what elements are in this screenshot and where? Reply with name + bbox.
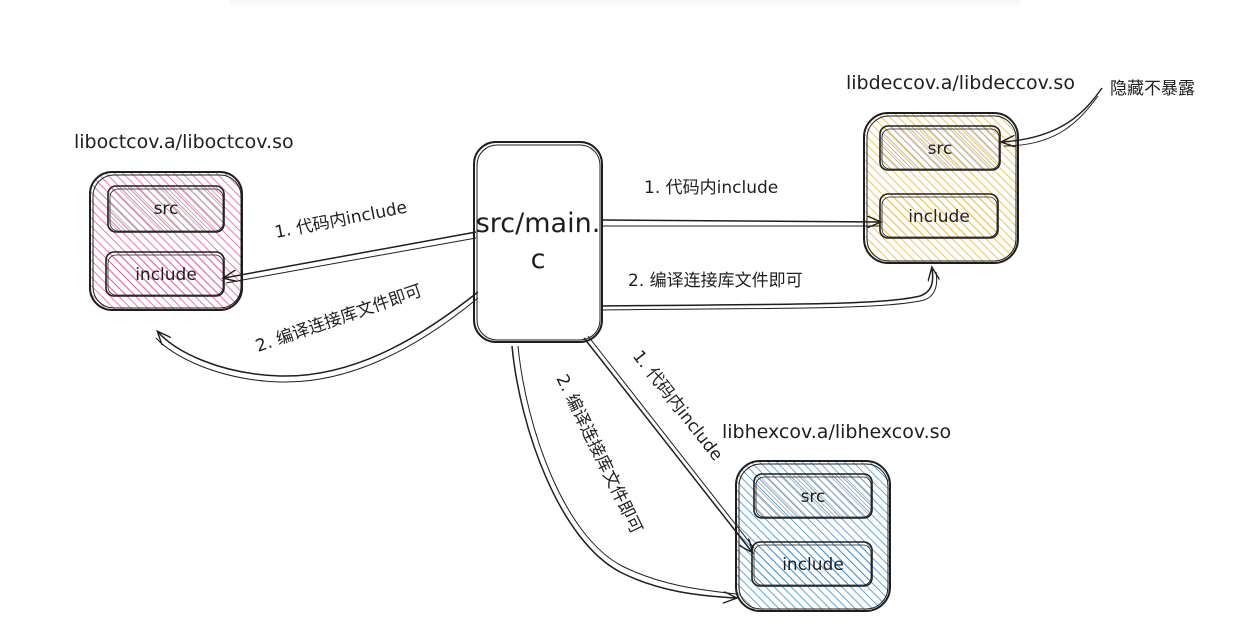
- hidden-annotation: 隐藏不暴露: [1110, 79, 1195, 99]
- edge-oct-link: [155, 291, 479, 383]
- edge-dec-include: [601, 220, 880, 226]
- edge-oct-include: [224, 231, 477, 284]
- libdec-src-label: src: [928, 139, 953, 159]
- libdec-title: libdeccov.a/libdeccov.so: [846, 72, 1075, 94]
- edge-dec-link: [601, 268, 937, 311]
- top-edge-shadow: [230, 0, 1020, 8]
- libhex-title: libhexcov.a/libhexcov.so: [722, 421, 951, 443]
- edge-hex-include: [583, 335, 755, 552]
- edge-label-dec-link: 2. 编译连接库文件即可: [628, 271, 803, 291]
- edge-hex-link: [511, 345, 736, 598]
- main-node[interactable]: [473, 141, 603, 343]
- libhex-src-label: src: [801, 487, 826, 507]
- libhex-src-box[interactable]: [753, 473, 873, 519]
- libhex-include-box[interactable]: [751, 541, 873, 587]
- liboct-title: liboctcov.a/liboctcov.so: [74, 131, 294, 153]
- libhex-include-label: include: [782, 555, 844, 575]
- edge-label-hex-link: 2. 编译连接库文件即可: [552, 371, 647, 537]
- edge-label-dec-include: 1. 代码内include: [644, 178, 778, 198]
- libdec-src-box[interactable]: [879, 125, 1001, 171]
- libdec-include-label: include: [908, 207, 970, 227]
- liboct-include-label: include: [135, 265, 197, 285]
- liboct-src-box[interactable]: [107, 185, 225, 233]
- main-node-label-line2: c: [531, 244, 546, 275]
- edge-label-oct-include: 1. 代码内include: [273, 198, 409, 243]
- main-node-label-line1: src/main.: [476, 208, 601, 239]
- annotation-arrow: [1002, 87, 1103, 142]
- liboct-src-label: src: [154, 199, 179, 219]
